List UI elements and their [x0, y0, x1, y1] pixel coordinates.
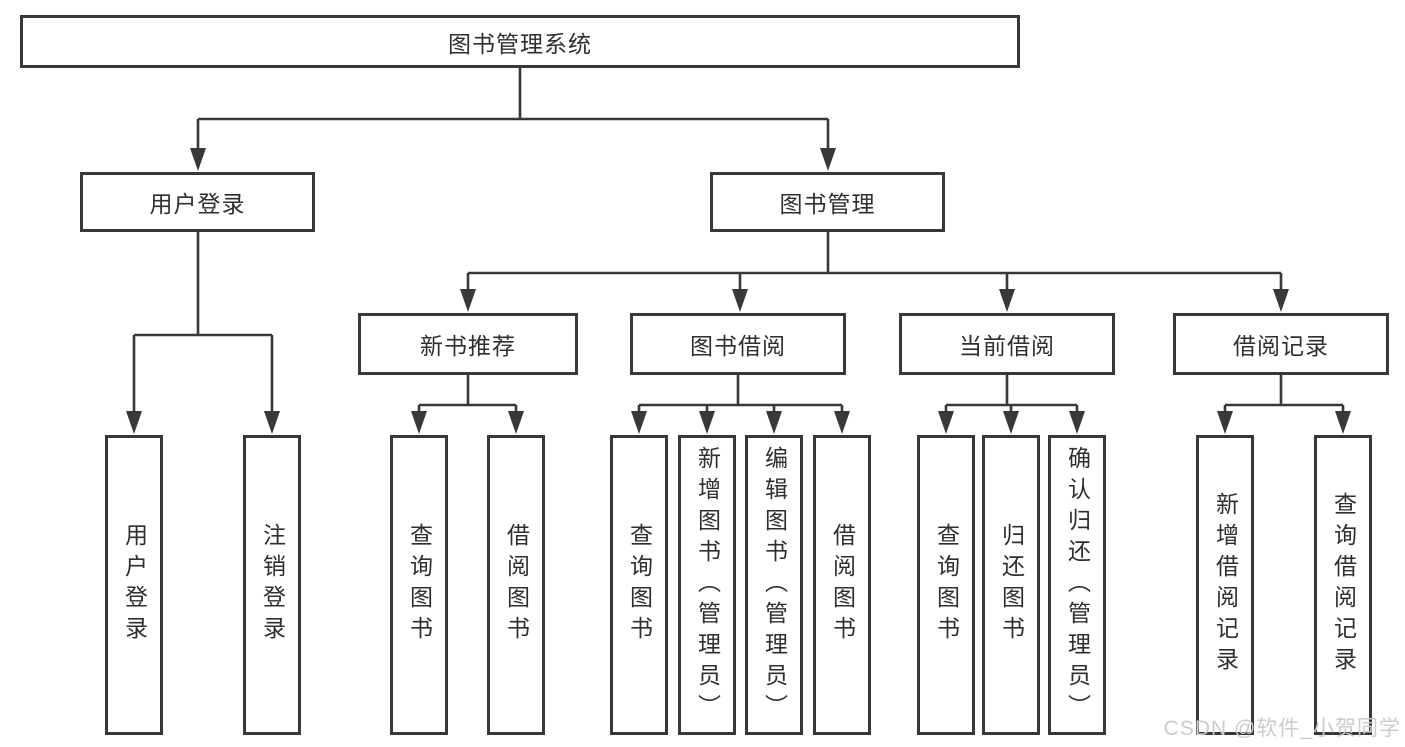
leaf-add-borrow-record: 新增借阅记录 [1196, 435, 1254, 735]
arrow-icon [1273, 289, 1289, 312]
leaf-logout: 注销登录 [243, 435, 301, 735]
arrow-icon [834, 411, 850, 434]
edge-root-split [196, 68, 830, 150]
edge-userlogin-split [132, 232, 274, 413]
node-root-system: 图书管理系统 [20, 15, 1020, 68]
arrow-icon [766, 411, 782, 434]
arrowheads [126, 148, 1351, 434]
node-book-borrow: 图书借阅 [630, 313, 846, 375]
leaf-query-books-1: 查询图书 [390, 435, 448, 735]
arrow-icon [999, 289, 1015, 312]
node-borrow-records: 借阅记录 [1173, 313, 1389, 375]
arrow-icon [460, 289, 476, 312]
edge-newbooks-split [417, 375, 518, 413]
leaf-borrow-books-2: 借阅图书 [813, 435, 871, 735]
edge-bookborrow-split [637, 375, 844, 413]
node-user-login-branch: 用户登录 [80, 172, 315, 232]
node-book-management-branch: 图书管理 [710, 172, 945, 232]
arrow-icon [126, 411, 142, 434]
edge-records-split [1223, 375, 1345, 413]
node-new-book-recommend: 新书推荐 [358, 313, 578, 375]
connector-paths [132, 68, 1345, 413]
leaf-borrow-books-1: 借阅图书 [487, 435, 545, 735]
arrow-icon [732, 289, 748, 312]
arrow-icon [411, 411, 427, 434]
arrow-icon [699, 411, 715, 434]
arrow-icon [264, 411, 280, 434]
leaf-confirm-return-admin: 确认归还（管理员） [1048, 435, 1106, 735]
arrow-icon [820, 148, 836, 171]
arrow-icon [1217, 411, 1233, 434]
leaf-return-books: 归还图书 [982, 435, 1040, 735]
arrow-icon [508, 411, 524, 434]
leaf-query-books-2: 查询图书 [610, 435, 668, 735]
arrow-icon [1069, 411, 1085, 434]
arrow-icon [190, 148, 206, 171]
edge-currentborrow-split [944, 375, 1079, 413]
leaf-query-books-3: 查询图书 [917, 435, 975, 735]
arrow-icon [631, 411, 647, 434]
csdn-watermark: CSDN @软件_小贺同学 [1163, 717, 1401, 740]
arrow-icon [1335, 411, 1351, 434]
arrow-icon [1003, 411, 1019, 434]
edge-mgmt-split [466, 232, 1283, 291]
leaf-add-books-admin: 新增图书（管理员） [678, 435, 736, 735]
leaf-user-login: 用户登录 [105, 435, 163, 735]
leaf-query-borrow-record: 查询借阅记录 [1314, 435, 1372, 735]
arrow-icon [938, 411, 954, 434]
leaf-edit-books-admin: 编辑图书（管理员） [745, 435, 803, 735]
node-current-borrow: 当前借阅 [899, 313, 1115, 375]
